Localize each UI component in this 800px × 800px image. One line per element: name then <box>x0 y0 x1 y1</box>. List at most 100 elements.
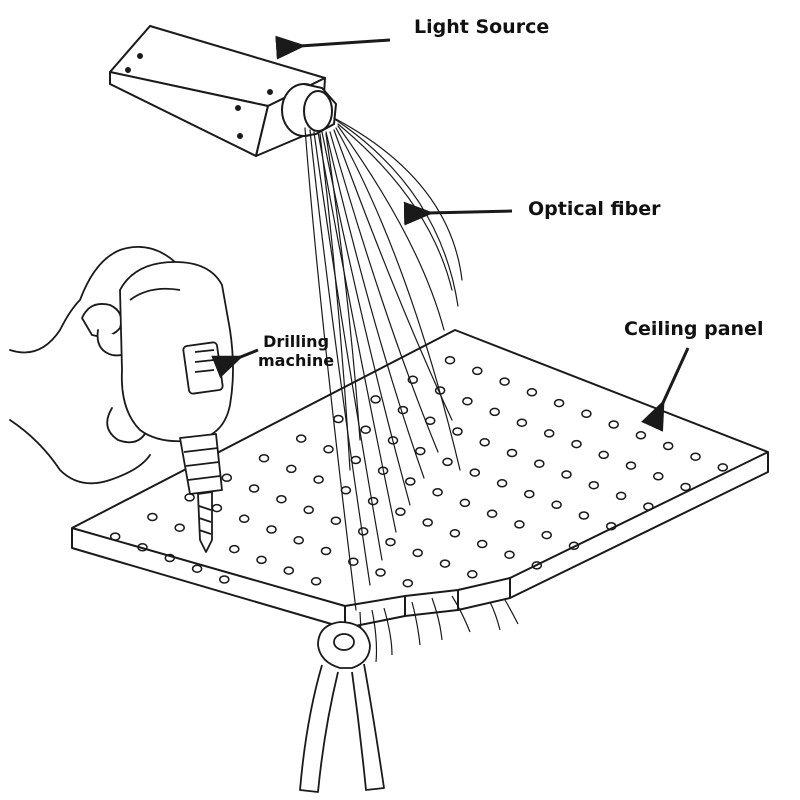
panel-hole <box>561 470 572 479</box>
panel-hole <box>174 523 185 532</box>
panel-hole <box>643 502 654 511</box>
panel-hole <box>524 489 535 499</box>
panel-hole <box>320 546 332 556</box>
arrow-drilling-machine <box>211 348 259 379</box>
panel-hole <box>469 468 481 477</box>
panel-hole <box>459 498 471 508</box>
panel-hole <box>571 439 582 449</box>
panel-hole <box>402 578 414 588</box>
pliers <box>299 621 385 793</box>
panel-hole <box>256 555 267 565</box>
fiber-ends-below-panel <box>357 595 519 666</box>
panel-hole <box>531 561 543 570</box>
arrow-optical-fiber <box>403 201 513 226</box>
panel-hole <box>310 577 322 586</box>
panel-hole <box>534 459 545 468</box>
panel-hole <box>526 388 538 397</box>
panel-hole <box>662 441 674 451</box>
panel-hole <box>543 429 555 438</box>
panel-hole <box>439 559 451 568</box>
panel-hole <box>432 487 443 497</box>
label-optical-fiber: Optical fiber <box>528 198 661 220</box>
panel-hole <box>387 436 399 445</box>
panel-hole <box>449 529 461 538</box>
panel-hole <box>422 518 433 527</box>
pliers-handle-right <box>351 663 385 791</box>
panel-hole <box>348 557 359 566</box>
panel-hole <box>367 496 379 506</box>
panel-hole <box>360 425 371 434</box>
panel-hole <box>690 452 701 461</box>
panel-hole <box>221 473 233 483</box>
panel-hole <box>479 438 490 447</box>
panel-hole <box>283 566 295 575</box>
panel-hole <box>625 461 637 470</box>
panel-hole <box>462 396 473 406</box>
arrow-light-source <box>275 35 391 60</box>
panel-hole <box>375 568 386 577</box>
label-drilling-machine-line2: machine <box>258 351 335 371</box>
panel-hole <box>370 395 381 404</box>
panel-hole <box>191 564 203 573</box>
panel-hole <box>514 520 525 529</box>
panel-hole <box>551 500 562 510</box>
panel-hole <box>499 377 510 386</box>
panel-hole <box>467 570 478 579</box>
panel-hole <box>635 431 647 440</box>
pliers-handle-left <box>299 664 339 793</box>
panel-hole <box>506 448 518 458</box>
panel-hole <box>615 491 627 501</box>
panel-hole <box>444 355 456 365</box>
panel-hole <box>385 537 396 547</box>
panel-hole <box>415 446 426 456</box>
panel-hole <box>405 477 416 486</box>
panel-hole <box>395 507 406 517</box>
panel-hole <box>489 407 500 417</box>
leader-arrows <box>211 35 690 432</box>
panel-hole <box>295 434 307 443</box>
panel-hole <box>653 472 664 481</box>
panel-hole <box>568 541 580 551</box>
arrow-ceiling-panel <box>641 347 690 432</box>
panel-hole <box>412 548 423 558</box>
panel-hole <box>588 480 600 490</box>
panel-hole <box>504 550 515 559</box>
panel-hole <box>581 409 592 419</box>
panel-hole <box>608 420 619 429</box>
panel-hole <box>248 484 260 493</box>
panel-hole <box>238 514 250 524</box>
light-source-box <box>109 25 337 157</box>
ceiling-panel-edge <box>71 452 769 629</box>
panel-hole <box>357 527 369 536</box>
drill-body <box>119 261 234 443</box>
panel-hole <box>553 398 565 408</box>
label-ceiling-panel: Ceiling panel <box>624 318 764 340</box>
label-drilling-machine-line1: Drilling <box>263 332 330 351</box>
panel-hole <box>605 521 617 531</box>
drill <box>119 261 234 553</box>
panel-hole <box>442 457 453 467</box>
panel-hole <box>486 509 498 518</box>
panel-hole <box>109 532 121 541</box>
panel-hole <box>276 494 287 504</box>
panel-hole <box>452 427 463 436</box>
label-drilling-machine: Drilling machine <box>258 332 334 370</box>
panel-hole <box>313 475 324 484</box>
panel-hole <box>717 463 729 472</box>
optical-fiber-bundle <box>304 117 463 611</box>
panel-hole <box>137 543 148 552</box>
panel-hole <box>680 482 691 492</box>
panel-hole <box>472 366 483 376</box>
panel-hole <box>266 525 277 534</box>
panel-hole <box>147 512 158 522</box>
panel-hole <box>323 445 334 454</box>
panel-hole <box>578 511 590 520</box>
panel-hole <box>303 505 314 515</box>
panel-hole <box>476 539 488 549</box>
panel-hole <box>293 536 304 545</box>
panel-hole <box>164 553 176 563</box>
panel-hole <box>330 516 342 525</box>
panel-hole <box>598 450 609 460</box>
panel-hole <box>258 453 270 463</box>
label-light-source: Light Source <box>414 16 550 38</box>
